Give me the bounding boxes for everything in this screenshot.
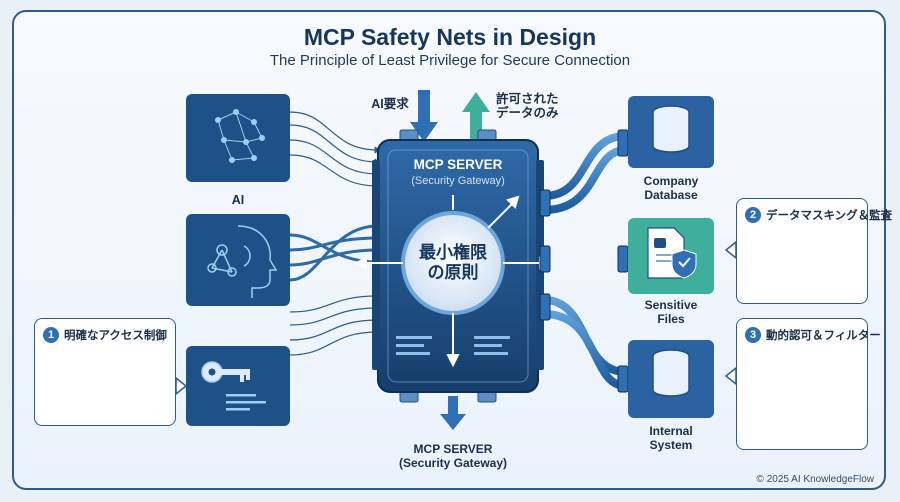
- callout-dynamic-auth: 3 動的認可＆フィルター: [736, 318, 881, 450]
- key-tile: [186, 346, 290, 426]
- braided-cables: [289, 224, 379, 282]
- ai-label: AI: [231, 193, 245, 207]
- ai-request-arrow-shaft: [418, 90, 430, 126]
- database-label-line-2: Database: [644, 188, 698, 202]
- server-output-arrow-shaft: [448, 396, 458, 416]
- page-title: MCP Safety Nets in Design: [303, 24, 597, 50]
- internal-system-label: Internal System: [620, 424, 722, 452]
- callout-3-pointer: [724, 366, 737, 386]
- ai-request-arrow-head: [410, 122, 438, 142]
- system-label-line-2: System: [649, 438, 693, 452]
- page-subtitle: The Principle of Least Privilege for Sec…: [269, 52, 631, 69]
- principle-line-1: 最小権限: [419, 243, 487, 262]
- callout-1-pointer: [175, 376, 188, 396]
- server-panel-lines: [396, 336, 510, 355]
- sensitive-file-icon: [647, 227, 697, 279]
- right-pipes: [540, 132, 630, 390]
- left-connector-lines: [289, 111, 382, 356]
- internal-system-icon: [652, 349, 690, 397]
- callout-2-pointer: [724, 240, 737, 260]
- bottom-server-label: MCP SERVER (Security Gateway): [380, 442, 526, 470]
- bottom-server-subtitle: (Security Gateway): [398, 456, 508, 470]
- callout-access-control: 1 明確なアクセス制御: [34, 318, 176, 426]
- allowed-data-line-1: 許可された: [496, 92, 559, 106]
- key-icon: [201, 361, 266, 411]
- ai-request-label: AI要求: [371, 97, 409, 111]
- database-label: Company Database: [620, 174, 722, 202]
- allowed-data-label: 許可された データのみ: [496, 92, 576, 120]
- ai-head-icon: [207, 225, 278, 298]
- callout-3-number: 3: [745, 327, 761, 343]
- callout-data-masking: 2 データマスキング＆監査: [736, 198, 892, 304]
- ai-head-tile: [186, 214, 290, 306]
- allowed-data-arrow-head: [462, 92, 490, 112]
- ai-brain-network-icon: [215, 109, 265, 163]
- server-subtitle: (Security Gateway): [411, 175, 505, 187]
- principle-line-2: の原則: [427, 263, 479, 282]
- server-side-rail-left: [372, 160, 380, 370]
- files-label-line-2: Files: [657, 312, 685, 326]
- callout-2-text: データマスキング＆監査: [766, 210, 893, 222]
- allowed-data-line-2: データのみ: [496, 106, 559, 120]
- bottom-server-name: MCP SERVER: [413, 442, 493, 456]
- system-label-line-1: Internal: [649, 424, 693, 438]
- callout-1-text: 明確なアクセス制御: [64, 330, 167, 342]
- principle-text: 最小権限 の原則: [403, 243, 503, 283]
- callout-1-number: 1: [43, 327, 59, 343]
- database-label-line-1: Company: [643, 174, 699, 188]
- files-label-line-1: Sensitive: [644, 298, 698, 312]
- ai-network-tile: [186, 94, 290, 182]
- database-icon: [652, 105, 690, 153]
- callout-3-text: 動的認可＆フィルター: [766, 330, 881, 342]
- sensitive-files-label: Sensitive Files: [620, 298, 722, 326]
- copyright: © 2025 AI KnowledgeFlow: [756, 474, 874, 485]
- server-name: MCP SERVER: [413, 157, 503, 172]
- callout-2-number: 2: [745, 207, 761, 223]
- server-output-arrow-head: [440, 414, 466, 430]
- pipe-couplers: [539, 129, 629, 393]
